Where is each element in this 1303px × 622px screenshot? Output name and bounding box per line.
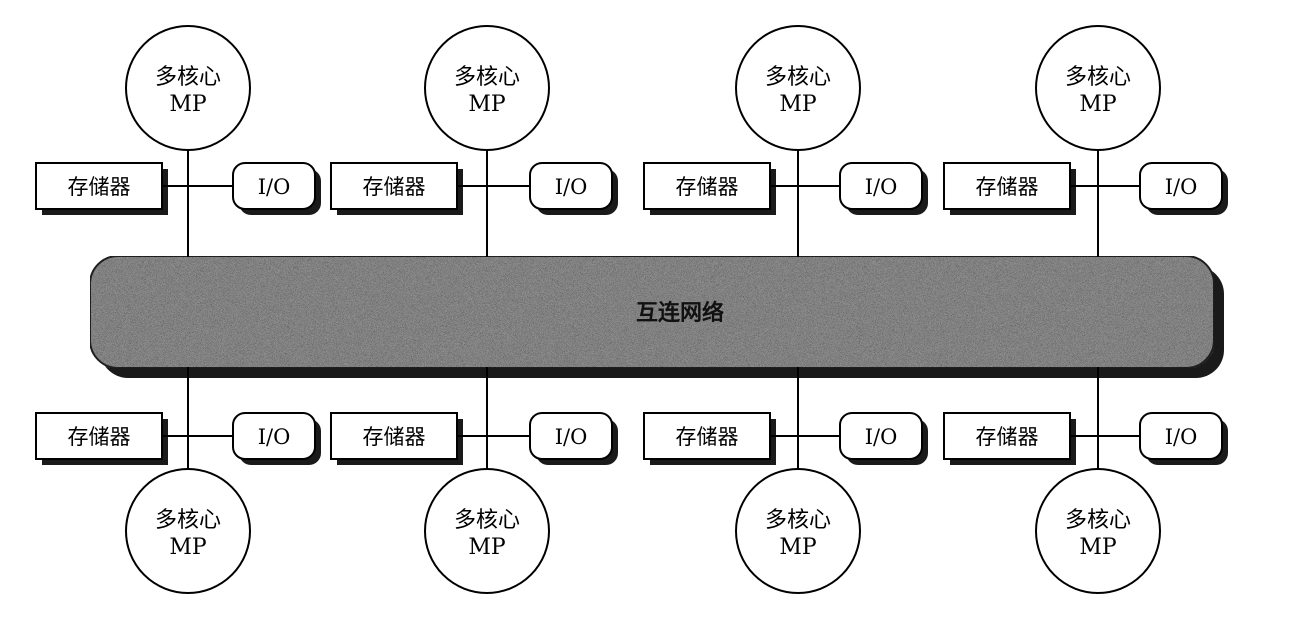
processor-label-line1: 多核心 [1065, 65, 1131, 90]
processor-label-line1: 多核心 [765, 65, 831, 90]
network-label: 互连网络 [636, 300, 724, 326]
io-box [232, 412, 316, 460]
memory-label: 存储器 [363, 175, 426, 199]
io-box [232, 162, 316, 210]
memory-label: 存储器 [676, 175, 739, 199]
processor-label-line1: 多核心 [765, 508, 831, 533]
processor-label-line2: MP [169, 535, 207, 560]
memory-label: 存储器 [676, 425, 739, 449]
processor-label-line2: MP [779, 92, 817, 117]
processor-circle [735, 468, 861, 594]
network-bar [89, 255, 1215, 369]
processor-label-line1: 多核心 [155, 508, 221, 533]
io-box [529, 412, 613, 460]
io-box [529, 162, 613, 210]
memory-box [35, 162, 163, 210]
memory-box [943, 412, 1071, 460]
io-label: I/O [258, 425, 291, 449]
processor-label-line2: MP [169, 92, 207, 117]
io-box [839, 412, 923, 460]
io-label: I/O [865, 425, 898, 449]
processor-label-line2: MP [468, 535, 506, 560]
io-label: I/O [555, 425, 588, 449]
memory-label: 存储器 [363, 425, 426, 449]
processor-circle [735, 25, 861, 151]
processor-label-line2: MP [1079, 92, 1117, 117]
memory-box [330, 162, 458, 210]
processor-label-line1: 多核心 [454, 65, 520, 90]
io-box [1139, 412, 1223, 460]
memory-box [643, 162, 771, 210]
processor-label-line1: 多核心 [1065, 508, 1131, 533]
processor-label-line2: MP [1079, 535, 1117, 560]
processor-label-line2: MP [779, 535, 817, 560]
io-box [1139, 162, 1223, 210]
io-label: I/O [258, 175, 291, 199]
memory-label: 存储器 [68, 175, 131, 199]
processor-circle [125, 25, 251, 151]
processor-circle [1035, 25, 1161, 151]
processor-circle [1035, 468, 1161, 594]
io-label: I/O [865, 175, 898, 199]
processor-label-line2: MP [468, 92, 506, 117]
processor-circle [424, 25, 550, 151]
processor-label-line1: 多核心 [454, 508, 520, 533]
memory-box [643, 412, 771, 460]
processor-label-line1: 多核心 [155, 65, 221, 90]
io-label: I/O [555, 175, 588, 199]
memory-label: 存储器 [976, 425, 1039, 449]
memory-box [330, 412, 458, 460]
processor-circle [125, 468, 251, 594]
memory-label: 存储器 [68, 425, 131, 449]
io-label: I/O [1165, 175, 1198, 199]
io-label: I/O [1165, 425, 1198, 449]
processor-circle [424, 468, 550, 594]
interconnect-network: 互连网络 [89, 255, 1224, 378]
memory-label: 存储器 [976, 175, 1039, 199]
memory-box [35, 412, 163, 460]
io-box [839, 162, 923, 210]
